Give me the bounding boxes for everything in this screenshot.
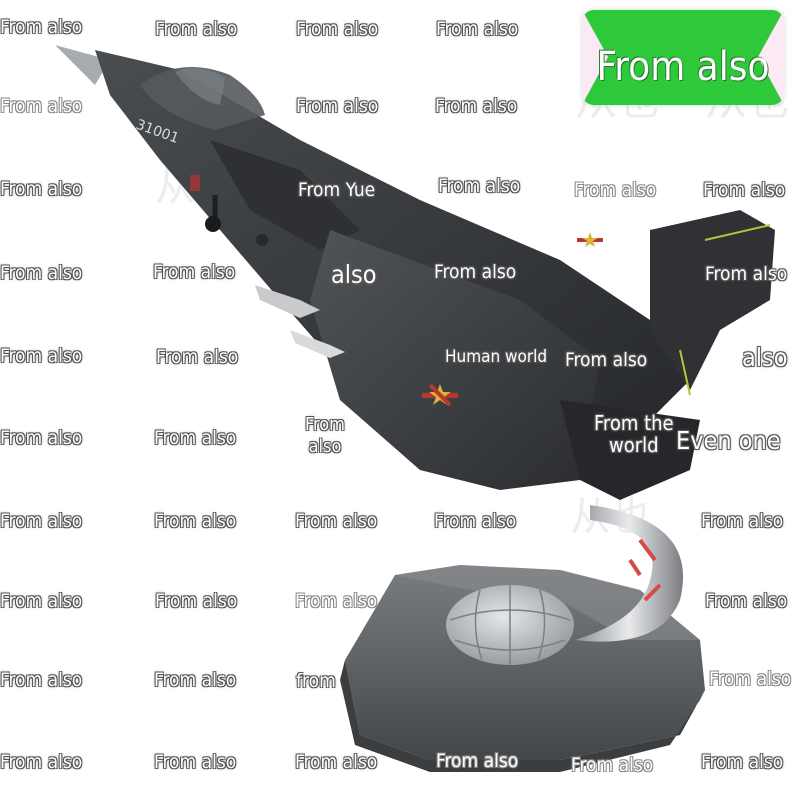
watermark-text: From also [701, 510, 784, 532]
watermark-text: From also [705, 263, 788, 285]
watermark-text: From also [0, 669, 83, 691]
watermark-text: From also [295, 751, 378, 773]
watermark-text: From also [0, 751, 83, 773]
badge-corner-left [582, 10, 608, 105]
watermark-text: From also [156, 346, 239, 368]
watermark-badge: From also [582, 10, 784, 105]
watermark-text: From Yue [298, 179, 376, 201]
watermark-text: From also [703, 179, 786, 201]
watermark-text: From also [571, 754, 654, 776]
watermark-text: From also [155, 18, 238, 40]
watermark-text: from [296, 670, 336, 692]
watermark-text: From also [0, 590, 83, 612]
watermark-text-stacked: From also [305, 414, 345, 458]
watermark-text: From also [295, 590, 378, 612]
watermark-text: From also [436, 18, 519, 40]
watermark-text: From also [709, 668, 792, 690]
watermark-text: From also [438, 175, 521, 197]
watermark-text: From also [154, 510, 237, 532]
watermark-text: also [308, 436, 342, 457]
watermark-text: From also [154, 427, 237, 449]
watermark-text: From also [296, 18, 379, 40]
fighter-jet: 31001 [55, 45, 775, 500]
watermark-text: Even one [676, 426, 781, 455]
watermark-text: From also [155, 590, 238, 612]
watermark-text-stacked: From the world [594, 412, 674, 456]
watermark-text: world [609, 433, 659, 457]
watermark-text: From also [0, 95, 83, 117]
watermark-text: From also [0, 178, 83, 200]
watermark-text: From also [154, 669, 237, 691]
watermark-text: From also [295, 510, 378, 532]
watermark-text: also [331, 260, 377, 289]
watermark-text: From also [0, 345, 83, 367]
watermark-text: Human world [445, 347, 548, 367]
watermark-text: From also [296, 95, 379, 117]
watermark-text: From [305, 414, 345, 435]
watermark-text: From also [0, 16, 83, 38]
watermark-text: From also [565, 349, 648, 371]
badge-corner-right [758, 10, 784, 105]
watermark-text: From also [0, 510, 83, 532]
watermark-text: From also [574, 179, 657, 201]
display-stand [340, 505, 705, 772]
watermark-text: also [742, 343, 788, 372]
watermark-text: From also [434, 510, 517, 532]
watermark-text: From also [0, 262, 83, 284]
watermark-text: From the [594, 411, 674, 435]
watermark-text: From also [153, 261, 236, 283]
watermark-text: From also [701, 751, 784, 773]
watermark-text: From also [0, 427, 83, 449]
watermark-text: From also [436, 750, 519, 772]
watermark-text: From also [705, 590, 788, 612]
watermark-text: From also [154, 751, 237, 773]
watermark-text: From also [435, 95, 518, 117]
watermark-text: From also [434, 261, 517, 283]
badge-text: From also [596, 44, 770, 90]
